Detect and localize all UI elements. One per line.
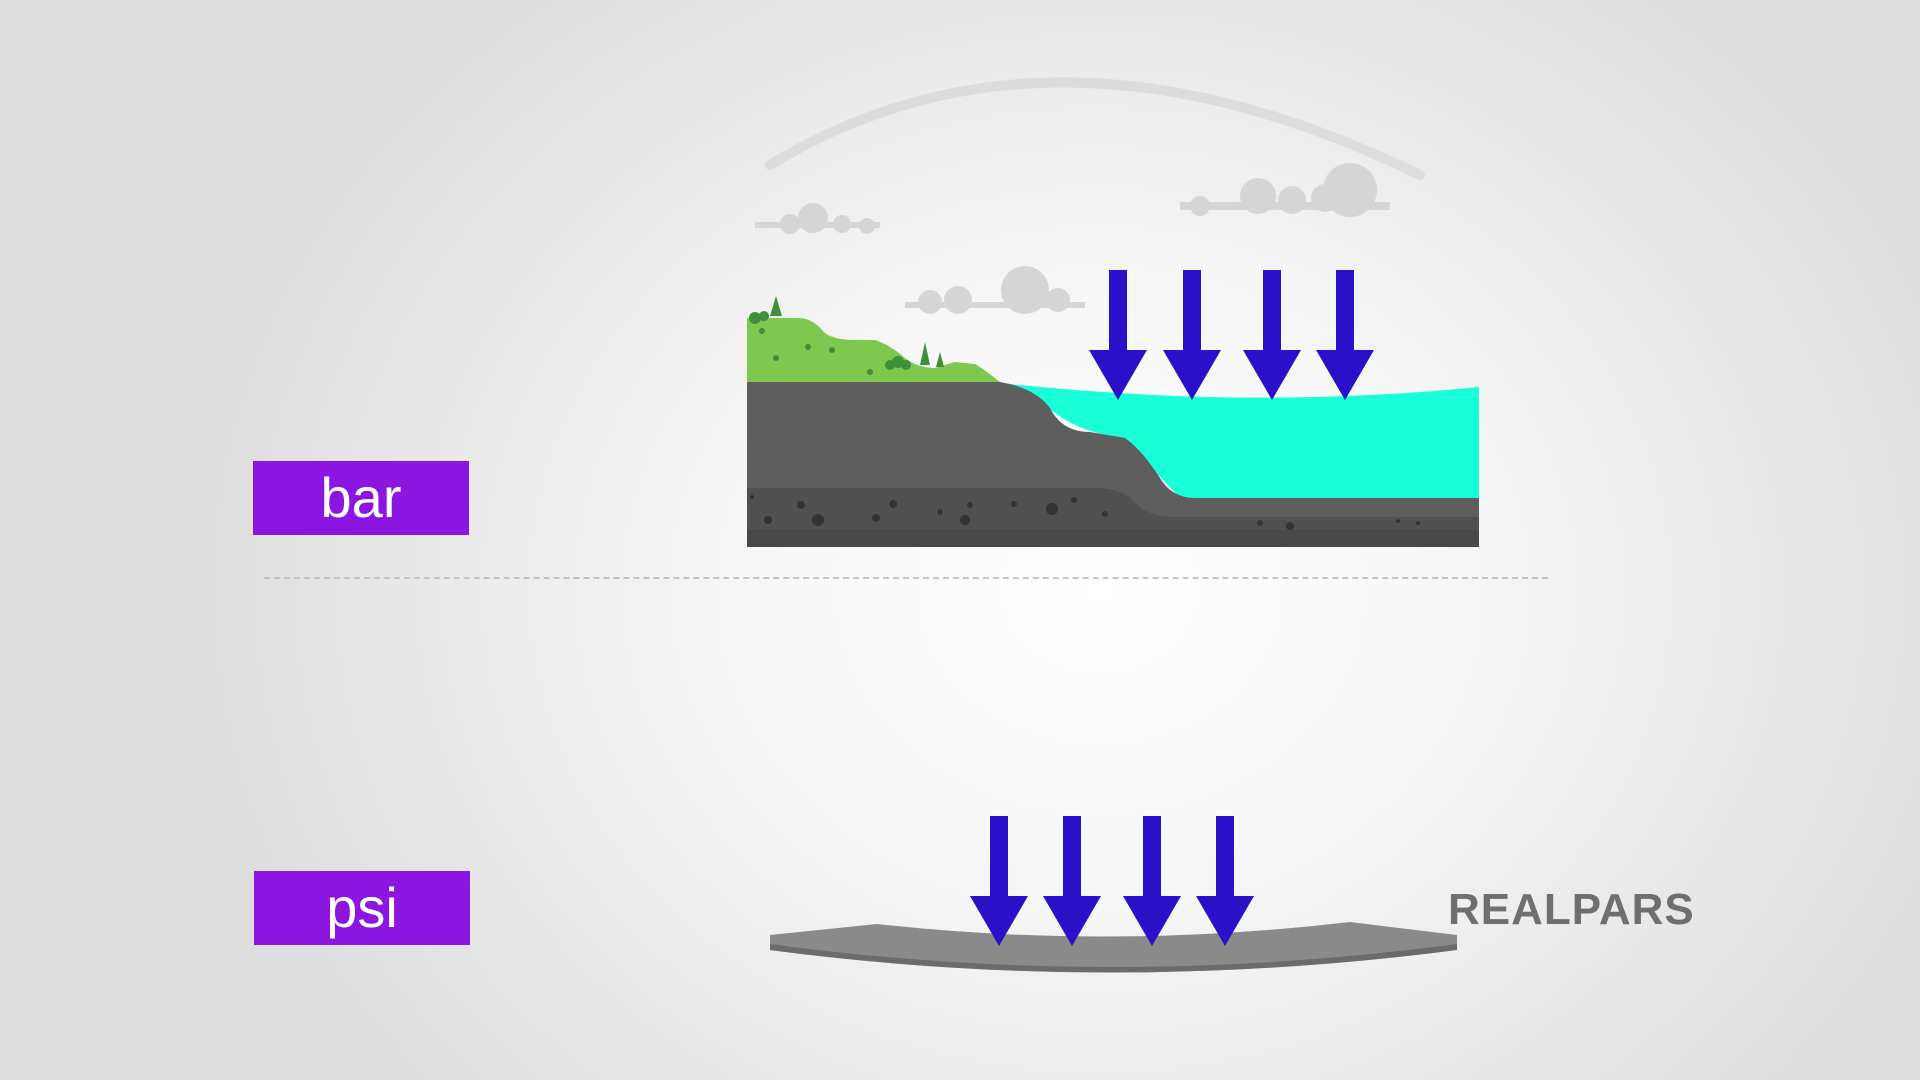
pressure-arrow-icon: [1243, 270, 1301, 400]
cloud-icon: [1180, 163, 1390, 217]
section-divider: [264, 577, 1548, 579]
tree-icon: [920, 342, 930, 365]
pressure-arrow-icon: [1123, 816, 1181, 946]
bush-icon: [885, 356, 911, 370]
grass-hill: [747, 318, 1000, 382]
bush-icon: [749, 311, 769, 324]
label-bar: bar: [253, 461, 469, 535]
pressure-arrow-icon: [1089, 270, 1147, 400]
brand-logo: REALPARS: [1448, 885, 1695, 934]
pressure-arrow-icon: [1196, 816, 1254, 946]
tree-icon: [770, 296, 782, 316]
tree-icon: [936, 352, 944, 367]
pressure-arrow-icon: [1316, 270, 1374, 400]
pressure-arrow-icon: [1043, 816, 1101, 946]
pressure-arrow-icon: [1163, 270, 1221, 400]
label-psi: psi: [254, 871, 470, 945]
water-body: [1000, 383, 1479, 498]
cloud-icon: [755, 203, 880, 234]
pressure-arrow-icon: [970, 816, 1028, 946]
cloud-icon: [905, 266, 1085, 314]
label-psi-text: psi: [326, 876, 398, 939]
label-bar-text: bar: [320, 466, 402, 529]
